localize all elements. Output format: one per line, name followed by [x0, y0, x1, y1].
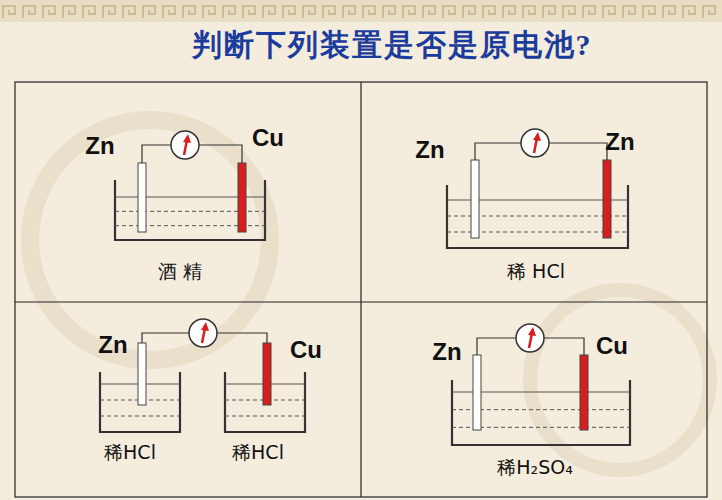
- zinc-electrode: [138, 343, 146, 405]
- electrode-label: Cu: [596, 332, 628, 360]
- watermark-shape: [530, 290, 710, 470]
- solution-label: 稀HCl: [232, 440, 284, 466]
- galvanometer: [142, 131, 242, 163]
- electrode-label: Zn: [605, 128, 634, 156]
- zinc-electrode: [138, 163, 146, 232]
- watermark-shape: [30, 120, 270, 360]
- electrode-label: Cu: [290, 336, 322, 364]
- solution-label: 稀HCl: [104, 440, 156, 466]
- electrode-label: Zn: [415, 136, 444, 164]
- border-band: [0, 0, 722, 22]
- zinc-electrode: [473, 355, 481, 430]
- copper-electrode: [580, 355, 588, 430]
- electrode-label: Zn: [432, 338, 461, 366]
- solution-label: 稀 HCl: [507, 259, 565, 285]
- copper-electrode: [238, 163, 246, 232]
- galvanometer: [477, 324, 584, 355]
- copper-electrode: [263, 343, 271, 405]
- electrode-label: Zn: [85, 132, 114, 160]
- solution-label: 酒 精: [158, 259, 202, 285]
- galvanometer: [475, 129, 607, 160]
- electrode-label: Zn: [98, 331, 127, 359]
- table-grid: [15, 82, 707, 497]
- electrode-label: Cu: [252, 124, 284, 152]
- zinc-electrode: [471, 160, 479, 238]
- copper-electrode: [603, 160, 611, 238]
- slide-title: 判断下列装置是否是原电池?: [192, 25, 593, 66]
- galvanometer: [142, 319, 267, 347]
- solution-label: 稀H₂SO₄: [497, 455, 573, 481]
